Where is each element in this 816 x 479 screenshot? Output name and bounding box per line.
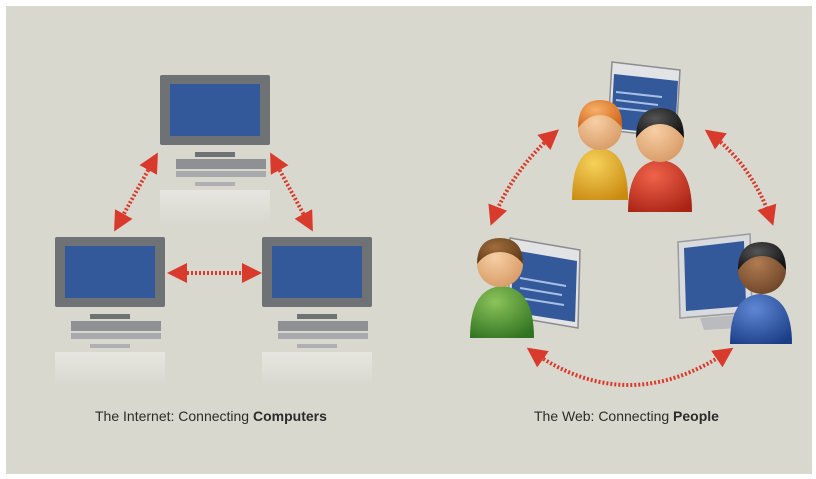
bidirectional-arrow-icon	[270, 152, 313, 232]
web-caption-prefix: The Web: Connecting	[534, 408, 674, 424]
bidirectional-arrow-icon	[114, 152, 158, 232]
computer-monitor-icon	[677, 233, 753, 330]
person-icon	[572, 100, 628, 200]
internet-caption-prefix: The Internet: Connecting	[95, 408, 253, 424]
person-icon	[470, 238, 534, 338]
computer-monitor-icon	[55, 237, 165, 387]
person-icon	[628, 108, 692, 212]
computer-monitor-icon	[160, 75, 270, 225]
bidirectional-arrow-icon	[704, 129, 777, 226]
computer-monitor-icon	[262, 237, 372, 387]
web-caption-bold: People	[673, 408, 719, 424]
person-icon	[730, 242, 792, 344]
internet-caption: The Internet: Connecting Computers	[95, 408, 327, 424]
bidirectional-arrow-icon	[526, 347, 734, 387]
internet-caption-bold: Computers	[253, 408, 327, 424]
web-caption: The Web: Connecting People	[534, 408, 719, 424]
bidirectional-arrow-icon	[488, 129, 560, 226]
